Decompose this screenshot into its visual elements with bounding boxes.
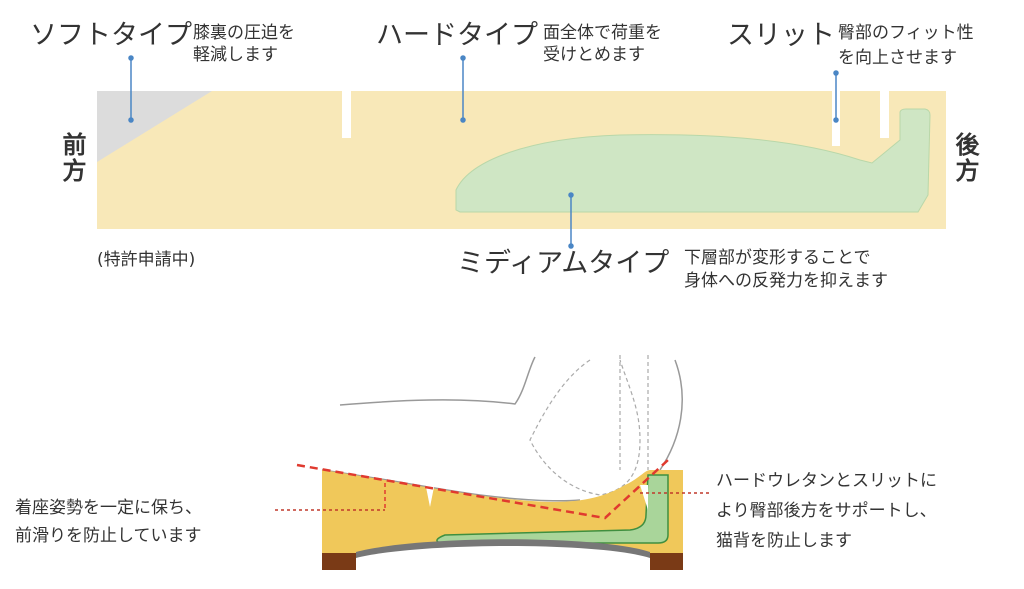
hard-type-desc-2: 受けとめます	[543, 45, 645, 65]
slit-desc-2: を向上させます	[838, 48, 957, 68]
slit-3	[880, 91, 889, 138]
slit-title: スリット	[727, 20, 835, 51]
medium-layer-bottom	[436, 474, 669, 544]
right-note-1: ハードウレタンとスリットに	[716, 471, 937, 491]
note-pointers	[275, 492, 712, 511]
hard-type-desc-1: 面全体で荷重を	[543, 23, 662, 43]
pelvis-outline	[529, 355, 649, 496]
left-note-1: 着座姿勢を一定に保ち、	[15, 498, 202, 518]
posture-guide-lines	[296, 459, 669, 520]
rear-label: 後方	[951, 132, 979, 184]
right-note-2: より臀部後方をサポートし、	[716, 501, 937, 521]
body-outline	[321, 356, 683, 502]
left-note-2: 前滑りを防止しています	[15, 526, 202, 546]
soft-type-desc-2: 軽減します	[193, 45, 278, 65]
front-label: 前方	[58, 132, 86, 184]
base-board	[356, 539, 650, 558]
soft-type-title: ソフトタイプ	[30, 20, 192, 51]
hard-type-title: ハードタイプ	[376, 20, 538, 51]
slit-desc-1: 臀部のフィット性	[838, 23, 974, 43]
slit-1	[342, 91, 351, 138]
soft-layer	[97, 91, 212, 162]
wood-block-right	[650, 553, 683, 570]
patent-note: (特許申請中)	[97, 250, 196, 270]
medium-layer	[455, 108, 931, 213]
medium-type-desc-1: 下層部が変形することで	[684, 248, 871, 268]
medium-type-title: ミディアムタイプ	[457, 248, 670, 279]
medium-type-desc-2: 身体への反発力を抑えます	[684, 271, 888, 291]
wood-block-left	[322, 553, 356, 570]
right-note-3: 猫背を防止します	[716, 531, 852, 551]
soft-type-desc-1: 膝裏の圧迫を	[193, 23, 295, 43]
slit-bottom-2	[640, 485, 648, 510]
leader-lines	[128, 55, 839, 249]
